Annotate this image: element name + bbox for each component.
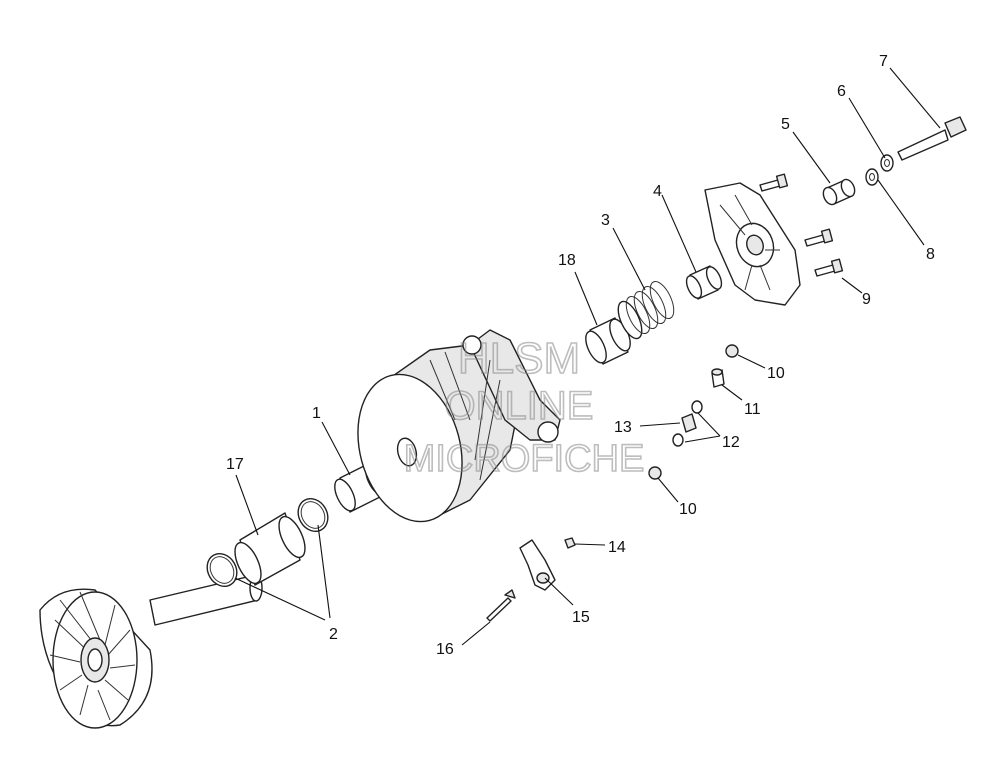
callout-4[interactable]: 4: [653, 183, 662, 200]
washer-6: [880, 154, 894, 172]
callout-15[interactable]: 15: [572, 609, 590, 626]
bushing-17: [234, 512, 306, 586]
spacer-5: [822, 178, 856, 206]
spring-3: [617, 280, 675, 340]
callout-14[interactable]: 14: [608, 539, 626, 556]
callout-7[interactable]: 7: [879, 53, 888, 70]
callout-9[interactable]: 9: [862, 291, 871, 308]
callout-labels: 1 2 3 4 5 6 7 8 9 10 11 12 13 10 14 15 1…: [226, 53, 935, 658]
washer-12-bottom: [672, 433, 684, 447]
bushing-4: [685, 265, 723, 300]
callout-1[interactable]: 1: [312, 405, 321, 422]
flyweight-15: [519, 539, 556, 591]
watermark-line-3: MICROFICHE: [404, 438, 645, 480]
watermark-line-2: ONLINE: [445, 384, 594, 428]
callout-11[interactable]: 11: [744, 401, 761, 418]
cover-plate: [704, 182, 801, 306]
callout-16[interactable]: 16: [436, 641, 454, 658]
washer-8: [865, 168, 879, 186]
callout-10-bottom[interactable]: 10: [679, 501, 697, 518]
fixed-sheave-shaft: [39, 574, 263, 729]
pin-16: [486, 589, 516, 622]
callout-17[interactable]: 17: [226, 456, 244, 473]
bushing-13: [681, 413, 697, 433]
watermark-line-1: HLSM: [458, 334, 580, 383]
watermark: HLSM ONLINE MICROFICHE: [403, 333, 645, 481]
callout-3[interactable]: 3: [601, 212, 610, 229]
callout-2[interactable]: 2: [329, 626, 338, 643]
bolt-9-group: [759, 173, 844, 277]
washer-12-top: [691, 400, 703, 414]
roller-10-bottom: [648, 466, 662, 480]
callout-12[interactable]: 12: [722, 434, 740, 451]
callout-6[interactable]: 6: [837, 83, 846, 100]
callout-5[interactable]: 5: [781, 116, 790, 133]
nut-14: [564, 537, 576, 549]
callout-18[interactable]: 18: [558, 252, 576, 269]
movable-sheave: [357, 329, 561, 523]
callout-10-top[interactable]: 10: [767, 365, 785, 382]
leader-lines: [234, 67, 941, 646]
roller-10-top: [725, 344, 739, 358]
pin-11: [711, 368, 725, 388]
bushing-18: [585, 317, 631, 365]
callout-13[interactable]: 13: [614, 419, 632, 436]
callout-8[interactable]: 8: [926, 246, 935, 263]
bolt-7: [897, 116, 967, 161]
